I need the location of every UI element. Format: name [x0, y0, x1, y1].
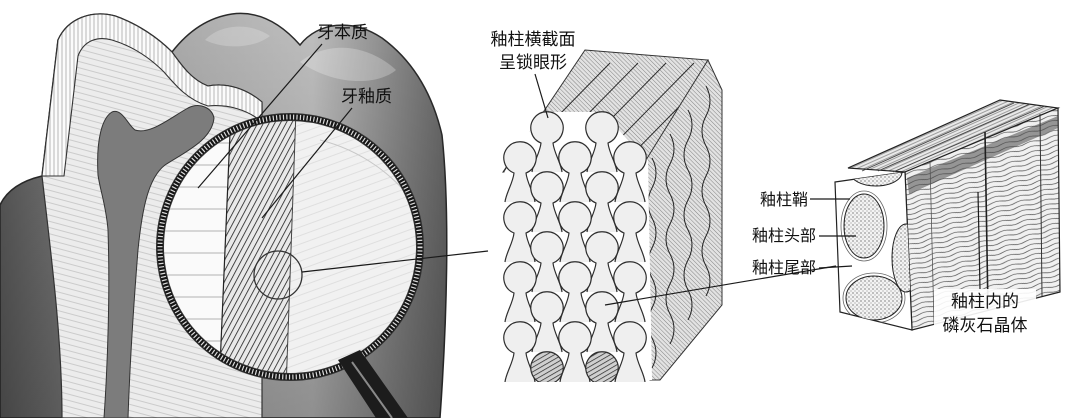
connector-rods-to-block — [604, 265, 837, 306]
enamel-rod-keyhole — [558, 141, 592, 203]
enamel-rod-keyhole — [530, 231, 564, 293]
label-rod-cross-section-line1: 釉柱横截面 — [491, 30, 576, 50]
label-dentin: 牙本质 — [317, 23, 368, 43]
pointer-rod-tail — [818, 265, 853, 269]
lens-rim-ticks — [157, 114, 423, 380]
pointer-apatite — [977, 191, 981, 290]
rod-head-top — [849, 172, 903, 187]
rod-head-right — [891, 223, 912, 293]
enamel-rod-keyhole — [503, 321, 537, 382]
pointer-rod-cross-section — [534, 73, 549, 119]
rod-keyhole-grid — [503, 111, 647, 382]
block-dark-band — [907, 116, 1058, 194]
enamel-rod-keyhole — [503, 261, 537, 323]
connector-lens-to-rods — [301, 250, 489, 273]
enamel-rod-keyhole — [585, 111, 619, 173]
enamel-rod-bundle — [500, 49, 723, 382]
enamel-block — [834, 99, 1061, 331]
lens-enamel-band — [219, 119, 296, 375]
label-rod-tail: 釉柱尾部 — [752, 258, 816, 277]
cusp-highlight — [205, 26, 270, 47]
enamel-rod-keyhole — [530, 111, 564, 173]
lens-focus-circle — [253, 250, 303, 300]
enamel-rod-keyhole — [585, 171, 619, 233]
enamel-rod-keyhole — [585, 351, 619, 382]
enamel-rod-keyhole — [530, 351, 564, 382]
magnifier-handle — [338, 350, 408, 418]
pointer-lines — [197, 43, 981, 306]
label-enamel: 牙釉质 — [341, 87, 392, 107]
rod-head-upper — [843, 193, 885, 259]
label-rod-head: 釉柱头部 — [752, 226, 816, 245]
enamel-rod-keyhole — [613, 201, 647, 263]
crown-highlight — [300, 47, 396, 82]
pointer-dentin — [197, 43, 323, 189]
label-apatite-line1: 釉柱内的 — [951, 292, 1019, 312]
rod-head-lower — [845, 275, 903, 321]
label-rod-cross-section-line2: 呈锁眼形 — [499, 53, 567, 73]
enamel-rod-keyhole — [613, 261, 647, 323]
enamel-rod-keyhole — [585, 291, 619, 353]
rod-boundary-line — [984, 131, 989, 311]
enamel-rod-keyhole — [530, 291, 564, 353]
pointer-enamel — [261, 107, 353, 219]
enamel-rod-keyhole — [558, 321, 592, 382]
pulp-chamber — [97, 105, 215, 418]
label-rod-sheath: 釉柱鞘 — [760, 190, 808, 209]
apatite-label-backdrop — [934, 289, 1036, 336]
enamel-cap-section — [41, 13, 263, 177]
enamel-rod-keyhole — [503, 141, 537, 203]
labels: 牙本质 牙釉质 釉柱横截面 呈锁眼形 釉柱鞘 釉柱头部 釉柱尾部 釉柱内的 磷灰… — [317, 23, 1036, 336]
enamel-rod-keyhole — [613, 141, 647, 203]
enamel-rod-keyhole — [530, 171, 564, 233]
label-apatite-line2: 磷灰石晶体 — [943, 316, 1028, 336]
enamel-rod-keyhole — [558, 261, 592, 323]
enamel-rod-keyhole — [558, 201, 592, 263]
enamel-rod-keyhole — [613, 321, 647, 382]
enamel-rod-keyhole — [585, 231, 619, 293]
enamel-rod-keyhole — [503, 201, 537, 263]
